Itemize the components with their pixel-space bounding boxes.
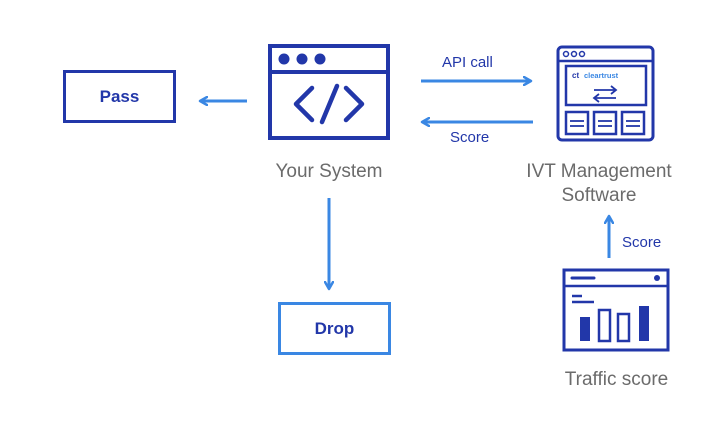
bar-chart-window-icon [562, 268, 670, 352]
logo-name: cleartrust [584, 71, 619, 80]
drop-node: Drop [278, 302, 391, 355]
ivt-label-line2: Software [561, 185, 637, 206]
your-system-label: Your System [275, 161, 383, 182]
pass-label: Pass [99, 86, 140, 106]
ivt-label-line1: IVT Management [526, 161, 672, 182]
score-up-label: Score [622, 234, 662, 251]
traffic-score-label: Traffic score [564, 369, 669, 390]
score-return-label: Score [450, 129, 490, 146]
browser-dashboard-icon: ct cleartrust [556, 45, 655, 142]
drop-label: Drop [314, 318, 355, 338]
logo-mark: ct [572, 71, 579, 80]
pass-node: Pass [63, 70, 176, 123]
ivt-management-label: IVT Management Software [494, 160, 704, 208]
api-call-label: API call [442, 54, 493, 71]
code-window-icon [268, 44, 390, 140]
